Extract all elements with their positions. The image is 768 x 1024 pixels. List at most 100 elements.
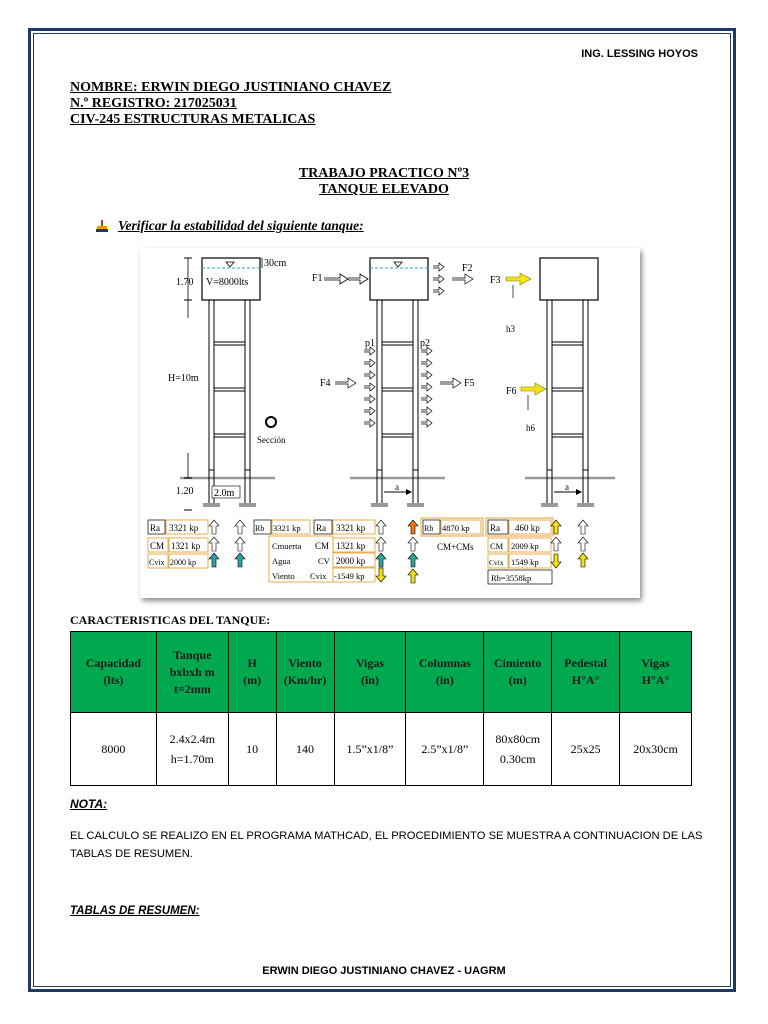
table-cell-3-line: 140 (296, 742, 315, 756)
table-header-cell-0-line: Capacidad (85, 656, 142, 670)
svg-text:Ra: Ra (490, 523, 500, 533)
summary-tables-title: TABLAS DE RESUMEN: (70, 905, 200, 917)
tower-1: 1.70 V=8000lts 30cm H=10m Sección 1.20 2… (168, 257, 286, 511)
svg-text:CV: CV (318, 556, 331, 566)
dim-a-2: a (395, 482, 399, 492)
svg-text:3321 kp: 3321 kp (273, 523, 301, 533)
table-cell-7: 25x25 (551, 712, 621, 786)
table-header-cell-0: Capacidad (lts) (70, 631, 157, 713)
svg-text:Cvix: Cvix (489, 558, 504, 567)
instruction-text: Verificar la estabilidad del siguiente t… (118, 218, 364, 233)
table-header-cell-6-line: (m) (508, 673, 527, 687)
tank-figure: 1.70 V=8000lts 30cm H=10m Sección 1.20 2… (140, 248, 640, 598)
f4-label: F4 (320, 378, 331, 389)
svg-text:1321 kp: 1321 kp (336, 541, 366, 551)
bullet-icon (96, 220, 108, 232)
f5-label: F5 (464, 378, 475, 389)
table-cell-3: 140 (275, 712, 335, 786)
nota-text: EL CALCULO SE REALIZO EN EL PROGRAMA MAT… (70, 830, 703, 860)
svg-text:Ra: Ra (316, 523, 326, 533)
svg-text:Agua: Agua (272, 556, 291, 566)
table-cell-2-line: 10 (246, 742, 259, 756)
table-header-cell-5-line: (in) (435, 673, 454, 687)
svg-text:Viento: Viento (272, 571, 295, 581)
f2-label: F2 (462, 263, 473, 274)
dim-a-3: a (565, 482, 569, 492)
table-header-cell-4-line: (in) (360, 673, 379, 687)
table-header-cell-2-line: (m) (243, 673, 262, 687)
svg-text:3321 kp: 3321 kp (336, 523, 366, 533)
table-cell-0: 8000 (70, 712, 157, 786)
title-line-1: TRABAJO PRACTICO Nº3 (298, 166, 470, 181)
reaction-table-2: Rb 3321 kp Ra 3321 kp Cmuerta CM 1321 kp… (253, 519, 419, 584)
dim-120: 1.20 (176, 486, 194, 497)
h6-label: h6 (526, 423, 536, 433)
table-cell-0-line: 8000 (101, 742, 126, 756)
f6-label: F6 (506, 386, 517, 397)
svg-text:460 kp: 460 kp (515, 523, 540, 533)
student-course: CIV-245 ESTRUCTURAS METALICAS (70, 112, 316, 127)
svg-text:CM: CM (490, 541, 504, 551)
table-header-cell-4: Vigas(in) (333, 631, 407, 713)
table-cell-5-line: 2.5”x1/8” (421, 742, 469, 756)
svg-text:Rb=3558kp: Rb=3558kp (491, 573, 531, 583)
table-header-cell-0-line: (lts) (103, 673, 124, 687)
page-border-inner (33, 33, 731, 987)
table-cell-7-line: 25x25 (570, 742, 601, 756)
svg-text:CM+CMs: CM+CMs (437, 542, 474, 552)
table-header-cell-8-line: H°A° (641, 673, 670, 687)
p2-label: p2 (420, 338, 430, 349)
p1-label: p1 (365, 338, 375, 349)
table-header-cell-5-line: Columnas (418, 656, 471, 670)
table-header-cell-1-line: bxbxh m (169, 664, 215, 679)
tank-characteristics-title: CARACTERISTICAS DEL TANQUE: (70, 613, 271, 627)
student-info: NOMBRE: ERWIN DIEGO JUSTINIANO CHAVEZ N.… (70, 80, 391, 128)
svg-text:4870 kp: 4870 kp (442, 523, 470, 533)
reaction-table-3: Rb 4870 kp CM+CMs Ra 460 kp CM 2009 kp C… (420, 517, 589, 585)
table-header-cell-6: Cimiento (m) (483, 631, 553, 713)
svg-text:2000 kp: 2000 kp (336, 556, 366, 566)
dim-30cm: 30cm (264, 258, 286, 269)
document-title: TRABAJO PRACTICO Nº3 TANQUE ELEVADO (0, 166, 768, 198)
svg-text:CM: CM (315, 541, 329, 551)
table-header-cell-6-line: Cimiento (494, 656, 542, 670)
svg-text:1549 kp: 1549 kp (511, 557, 539, 567)
table-header-cell-7-line: Pedestal (564, 656, 607, 670)
svg-text:Rb: Rb (255, 524, 264, 533)
header-author: ING. LESSING HOYOS (581, 48, 698, 60)
h3-label: h3 (506, 324, 516, 334)
table-cell-4-line: 1.5”x1/8” (346, 742, 394, 756)
svg-text:Cvix: Cvix (310, 571, 327, 581)
title-line-2: TANQUE ELEVADO (319, 182, 449, 197)
tower-3: a F3 h3 F6 h6 (490, 257, 615, 507)
table-cell-2: 10 (227, 712, 277, 786)
table-header-cell-3-line: Viento (288, 656, 322, 670)
table-header-cell-3-line: (Km/hr) (283, 673, 327, 687)
svg-text:-1549 kp: -1549 kp (334, 571, 364, 581)
volume-label: V=8000lts (206, 277, 248, 288)
svg-text:Cmuerta: Cmuerta (272, 541, 301, 551)
dim-170: 1.70 (176, 277, 194, 288)
svg-text:Ra: Ra (150, 523, 160, 533)
page-footer: ERWIN DIEGO JUSTINIANO CHAVEZ - UAGRM (262, 965, 506, 977)
table-header-cell-8-line: Vigas (641, 656, 670, 670)
nota-title: NOTA: (70, 797, 108, 811)
table-header-cell-7-line: H°A° (571, 673, 600, 687)
height-label: H=10m (168, 373, 199, 384)
table-cell-1-line: h=1.70m (170, 752, 214, 766)
table-header-cell-5: Columnas (in) (405, 631, 485, 713)
table-cell-6-line: 80x80cm (495, 732, 541, 746)
reaction-table-1: Ra 3321 kp CM 1321 kp Cvix 2000 kp (147, 519, 246, 569)
table-header-cell-2: H(m) (227, 631, 277, 713)
section-label: Sección (257, 435, 286, 445)
tower-2: a F1 F2 p1 p2 (312, 257, 475, 507)
instruction-row: Verificar la estabilidad del siguiente t… (96, 218, 364, 234)
svg-text:1321 kp: 1321 kp (171, 541, 201, 551)
